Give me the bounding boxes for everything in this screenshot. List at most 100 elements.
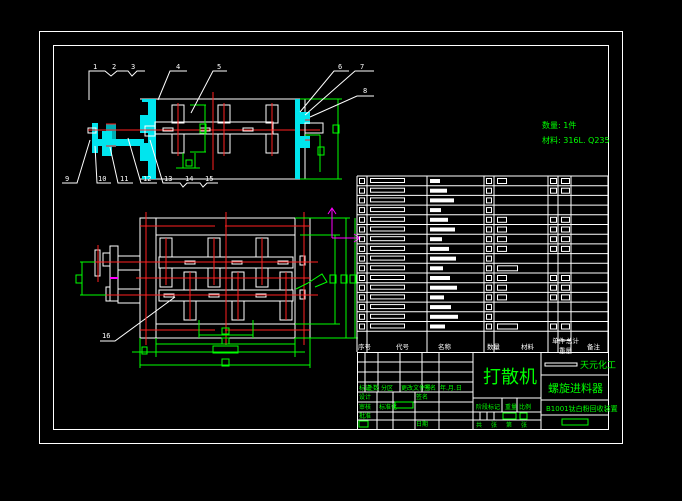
date-label: 日期	[416, 420, 428, 428]
balloon-11: 11	[120, 175, 128, 183]
bom-cell-name	[430, 188, 447, 193]
bom-cell-code	[370, 187, 405, 193]
bom-cell-name	[430, 276, 450, 280]
bom-cell-seq	[359, 216, 365, 223]
role-design: 设计	[359, 393, 371, 401]
company-logo-bar	[544, 362, 578, 367]
bom-cell-name	[430, 285, 457, 290]
bom-cell-seq	[359, 284, 365, 291]
bom-cell-unit-weight	[550, 216, 557, 223]
header-qty: 数量	[487, 342, 501, 351]
bom-header-row: 序号 代号 名称 数量 材料 单件 总计 重量 备注	[358, 336, 601, 355]
rev-label-sign: 签名	[424, 384, 436, 392]
weight-value-box	[502, 412, 517, 420]
bom-cell-code	[370, 226, 405, 232]
drawing-title: 螺旋进料器	[548, 381, 603, 395]
bom-cell-total-weight	[561, 216, 570, 223]
bom-cell-total-weight	[561, 226, 570, 233]
bom-cell-unit-weight	[550, 226, 557, 233]
header-seq: 序号	[358, 342, 372, 351]
bom-cell-seq	[359, 207, 365, 214]
bom-cell-material	[497, 216, 507, 223]
bom-cell-name	[430, 179, 440, 183]
balloon-13: 13	[164, 175, 172, 183]
header-material: 材料	[521, 342, 535, 351]
bom-cell-unit-weight	[550, 275, 557, 281]
project-name: B1001钛白粉回收装置	[546, 404, 618, 413]
sheet-total-label: 共	[476, 421, 482, 429]
sheet-unit-label-2: 张	[521, 421, 527, 429]
balloon-2: 2	[112, 63, 116, 71]
bom-cell-material	[497, 245, 507, 252]
bom-cell-unit-weight	[550, 284, 557, 291]
balloon-12: 12	[143, 175, 151, 183]
balloon-4: 4	[176, 63, 180, 71]
sprocket	[109, 245, 119, 302]
bom-cell-seq	[359, 226, 365, 233]
bom-cell-code	[370, 284, 405, 290]
bom-cell-code	[370, 178, 405, 183]
bom-cell-seq	[359, 313, 365, 320]
bom-cell-total-weight	[561, 245, 570, 252]
bom-cell-seq	[359, 294, 365, 301]
balloon-1: 1	[93, 63, 97, 71]
bom-cell-qty	[486, 323, 492, 330]
title-block: 打散机 天元化工 螺旋进料器 B1001钛白粉回收装置 标记 处数 分区 更改文…	[357, 352, 618, 430]
bom-cell-qty	[486, 216, 492, 223]
bom-cell-code	[370, 275, 405, 280]
bom-cell-name	[430, 237, 442, 242]
sheet-current-label: 第	[506, 421, 512, 429]
bom-cell-name	[430, 198, 454, 203]
header-code: 代号	[396, 342, 410, 351]
bom-cell-unit-weight	[550, 178, 557, 184]
drawing-number-box	[561, 418, 589, 426]
left-flange-hatch	[142, 99, 148, 102]
balloon-15: 15	[205, 175, 213, 183]
balloon-6: 6	[338, 63, 342, 71]
bom-cell-code	[370, 265, 405, 271]
balloon-14: 14	[185, 175, 193, 183]
header-remark: 备注	[587, 342, 601, 351]
bom-cell-material	[497, 236, 507, 243]
bom-cell-seq	[359, 178, 365, 184]
header-total-weight: 总计	[566, 336, 580, 345]
bom-cell-seq	[359, 323, 365, 330]
header-name: 名称	[438, 342, 452, 351]
balloon-3: 3	[131, 63, 135, 71]
bom-cell-code	[370, 197, 405, 203]
bom-cell-unit-weight	[550, 245, 557, 252]
bom-cell-qty	[486, 275, 492, 281]
shaft-sleeve-hatch	[96, 139, 144, 146]
bom-cell-code	[370, 323, 405, 329]
product-name: 打散机	[483, 367, 537, 388]
bom-cell-total-weight	[561, 294, 570, 301]
bom-cell-qty	[486, 245, 492, 252]
bom-cell-seq	[359, 265, 365, 272]
bom-cell-name	[430, 246, 449, 251]
note-material: 材料: 316L. Q235	[542, 135, 610, 145]
sheet-unit-label-1: 张	[491, 421, 497, 429]
standardization-box	[394, 401, 414, 409]
bom-cell-total-weight	[561, 187, 570, 194]
balloon-9: 9	[65, 175, 69, 183]
bom-cell-total-weight	[561, 284, 570, 291]
bom-cell-material	[497, 226, 507, 233]
balloon-5: 5	[217, 63, 221, 71]
plan-view-lower	[75, 207, 361, 368]
bom-cell-total-weight	[561, 178, 570, 184]
right-flange-hatch	[295, 99, 300, 179]
rev-label-doc-no: 更改文件号	[401, 384, 431, 392]
bom-cell-code	[370, 255, 405, 261]
approval-box	[358, 420, 369, 428]
rev-label-zone: 分区	[381, 384, 393, 392]
rev-label-mark: 标记	[359, 384, 371, 392]
bom-cell-qty	[486, 255, 492, 262]
bom-cell-unit-weight	[550, 323, 557, 330]
bom-cell-name	[430, 324, 445, 329]
bom-cell-qty	[486, 226, 492, 233]
part-balloons: 1 2 3 4 5 6 7 8 9 10 11 12 13 14 15 16	[62, 63, 374, 342]
role-process: 批准	[359, 412, 371, 420]
bom-cell-total-weight	[561, 323, 570, 330]
bom-cell-material	[497, 178, 507, 184]
